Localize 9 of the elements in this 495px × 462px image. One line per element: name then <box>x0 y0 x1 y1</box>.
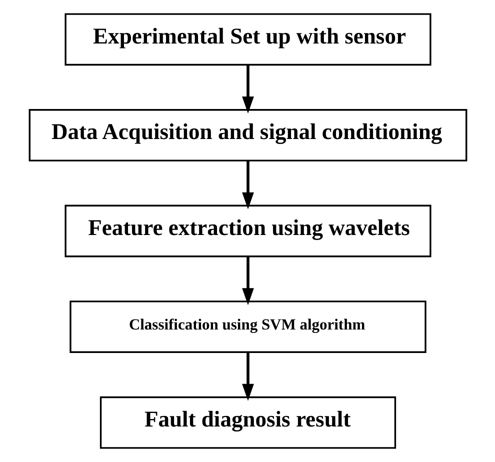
arrow <box>242 256 254 306</box>
node-box: Fault diagnosis result <box>99 396 396 449</box>
arrow <box>242 161 254 210</box>
arrow <box>242 65 254 114</box>
node-box: Experimental Set up with sensor <box>64 13 431 66</box>
node-box: Data Acquisition and signal conditioning <box>28 109 467 162</box>
arrow <box>242 352 254 401</box>
node-box: Feature extraction using wavelets <box>64 204 431 258</box>
node-box: Classification using SVM algorithm <box>69 300 426 353</box>
